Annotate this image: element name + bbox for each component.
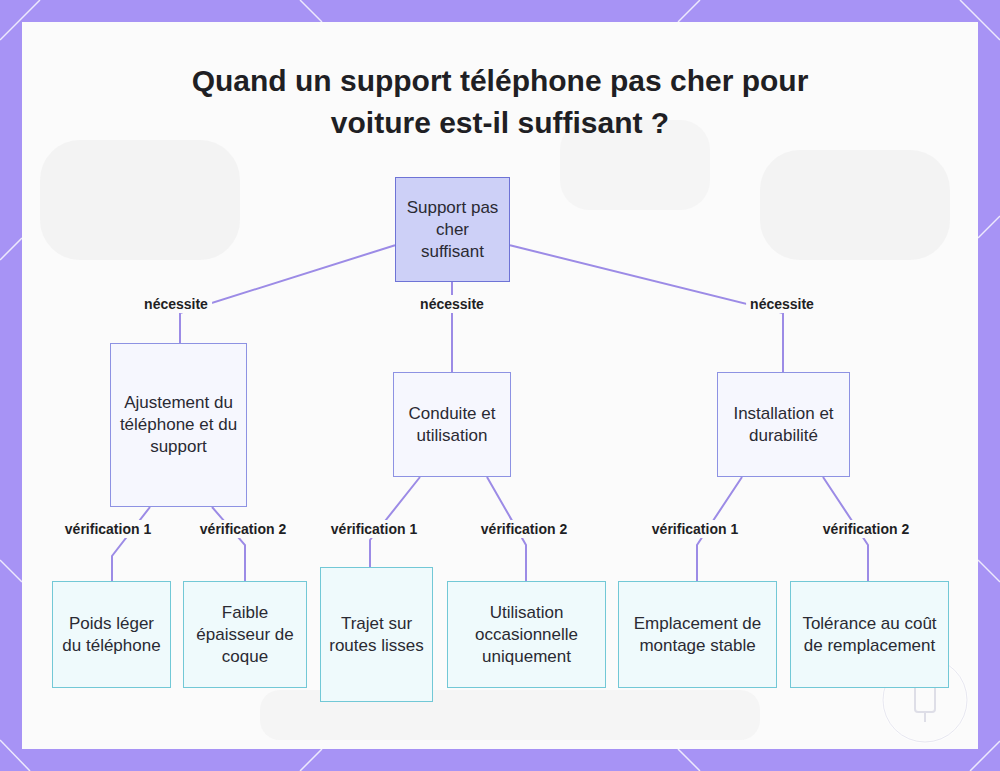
connector-line (510, 245, 783, 372)
corner-line (300, 0, 322, 22)
root-box: Support pas cher suffisant (395, 177, 510, 282)
blur-shape (40, 140, 240, 260)
node-text: Conduite et utilisation (402, 403, 502, 447)
criterion-box: Conduite et utilisation (393, 372, 511, 477)
edge-label: vérification 1 (648, 520, 742, 538)
corner-line (678, 749, 700, 771)
node-text: Utilisation occasionnelle uniquement (456, 602, 597, 668)
corner-line (0, 238, 22, 260)
edge-label: nécessite (416, 295, 488, 313)
connector-line (180, 245, 395, 343)
blur-shape (760, 150, 950, 260)
edge-label: nécessite (140, 295, 212, 313)
check-box: Tolérance au coût de remplacement (790, 581, 949, 688)
diagram-title: Quand un support téléphone pas cher pour… (190, 60, 810, 144)
check-box: Trajet sur routes lisses (320, 567, 433, 702)
corner-line (960, 0, 1000, 40)
criterion-box: Installation et durabilité (717, 372, 850, 477)
corner-line (300, 749, 322, 771)
node-text: Emplacement de montage stable (627, 613, 768, 657)
connector-line (212, 507, 245, 581)
corner-line (0, 560, 22, 582)
corner-line (678, 0, 700, 22)
node-text: Support pas cher suffisant (404, 197, 501, 263)
node-text: Ajustement du téléphone et du support (119, 392, 238, 458)
check-box: Faible épaisseur de coque (183, 581, 307, 688)
corner-line (0, 0, 40, 40)
node-text: Poids léger du téléphone (61, 613, 162, 657)
connector-line (112, 507, 150, 581)
criterion-box: Ajustement du téléphone et du support (110, 343, 247, 507)
node-text: Trajet sur routes lisses (329, 613, 424, 657)
corner-line (978, 216, 1000, 238)
edge-label: nécessite (746, 295, 818, 313)
edge-label: vérification 2 (196, 520, 290, 538)
blurred-background (40, 120, 950, 740)
corner-line (0, 740, 30, 771)
corner-line (970, 741, 1000, 771)
node-text: Tolérance au coût de remplacement (799, 613, 940, 657)
node-text: Installation et durabilité (726, 403, 841, 447)
check-box: Poids léger du téléphone (52, 581, 171, 688)
white-panel (22, 22, 978, 749)
edge-label: vérification 1 (327, 520, 421, 538)
check-box: Emplacement de montage stable (618, 581, 777, 688)
edge-label: vérification 2 (477, 520, 571, 538)
edge-label: vérification 2 (819, 520, 913, 538)
logo-stand (924, 712, 926, 722)
node-text: Faible épaisseur de coque (192, 602, 298, 668)
check-box: Utilisation occasionnelle uniquement (447, 581, 606, 688)
edge-label: vérification 1 (61, 520, 155, 538)
corner-line (978, 560, 1000, 582)
